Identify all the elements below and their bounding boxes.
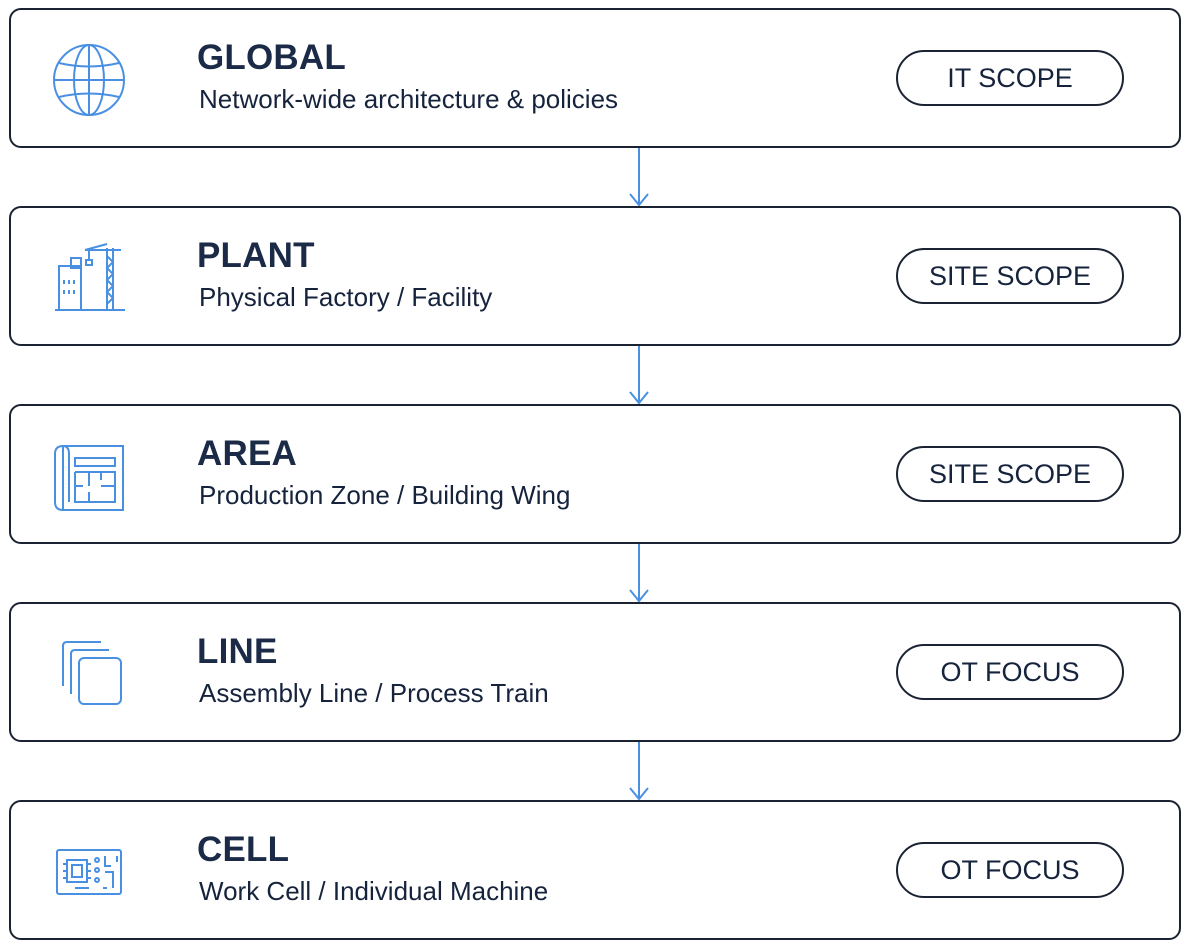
level-title: CELL: [197, 830, 290, 869]
level-card-cell: CELL Work Cell / Individual Machine OT F…: [9, 800, 1181, 940]
globe-icon: [49, 40, 129, 120]
scope-badge: IT SCOPE: [896, 50, 1124, 106]
level-card-global: GLOBAL Network-wide architecture & polic…: [9, 8, 1181, 148]
circuit-board-icon: [49, 832, 129, 912]
scope-badge: OT FOCUS: [896, 842, 1124, 898]
building-crane-icon: [49, 238, 129, 318]
scope-badge: SITE SCOPE: [896, 248, 1124, 304]
level-title: LINE: [197, 632, 278, 671]
level-card-line: LINE Assembly Line / Process Train OT FO…: [9, 602, 1181, 742]
level-subtitle: Physical Factory / Facility: [199, 282, 493, 312]
level-title: GLOBAL: [197, 38, 346, 77]
level-subtitle: Production Zone / Building Wing: [199, 480, 571, 510]
scope-badge: SITE SCOPE: [896, 446, 1124, 502]
down-arrow-connector: [629, 742, 649, 801]
level-subtitle: Assembly Line / Process Train: [199, 678, 549, 708]
scope-badge: OT FOCUS: [896, 644, 1124, 700]
down-arrow-connector: [629, 148, 649, 207]
level-subtitle: Network-wide architecture & policies: [199, 84, 619, 114]
level-card-plant: PLANT Physical Factory / Facility SITE S…: [9, 206, 1181, 346]
floor-plan-icon: [49, 436, 129, 516]
level-title: PLANT: [197, 236, 315, 275]
down-arrow-connector: [629, 346, 649, 405]
down-arrow-connector: [629, 544, 649, 603]
level-title: AREA: [197, 434, 297, 473]
level-card-area: AREA Production Zone / Building Wing SIT…: [9, 404, 1181, 544]
level-subtitle: Work Cell / Individual Machine: [199, 876, 549, 906]
stacked-layers-icon: [49, 634, 129, 714]
